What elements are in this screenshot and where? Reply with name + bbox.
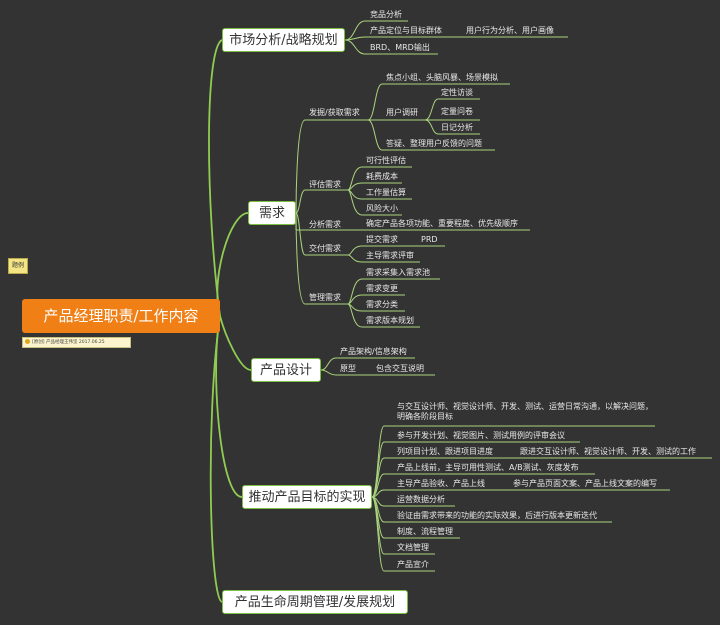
demand-deliver[interactable]: 交付需求 <box>309 244 341 253</box>
gather-item[interactable]: 焦点小组、头脑风暴、场景模拟 <box>386 73 498 82</box>
research-item[interactable]: 日记分析 <box>441 123 473 132</box>
branch-market[interactable]: 市场分析/战略规划 <box>222 28 345 52</box>
manage-item[interactable]: 需求变更 <box>366 284 398 293</box>
branch-design[interactable]: 产品设计 <box>251 358 321 382</box>
market-item[interactable]: BRD、MRD输出 <box>370 43 430 52</box>
evaluate-item[interactable]: 风险大小 <box>366 204 398 213</box>
promote-item[interactable]: 文档管理 <box>397 543 429 552</box>
evaluate-item[interactable]: 耗费成本 <box>366 172 398 181</box>
evaluate-item[interactable]: 可行性评估 <box>366 156 406 165</box>
gather-research[interactable]: 用户调研 <box>386 108 418 117</box>
promote-item[interactable]: 列项目计划、跟进项目进度 <box>397 447 493 456</box>
evaluate-item[interactable]: 工作量估算 <box>366 188 406 197</box>
branch-promote[interactable]: 推动产品目标的实现 <box>242 485 372 509</box>
pin-icon <box>25 339 30 344</box>
promote-item[interactable]: 制度、流程管理 <box>397 527 453 536</box>
promote-item[interactable]: 验证由需求带来的功能的实际效果，后进行版本更新迭代 <box>397 511 597 520</box>
market-item[interactable]: 竞品分析 <box>370 10 402 19</box>
promote-item[interactable]: 产品上线前，主导可用性测试、A/B测试、灰度发布 <box>397 463 579 472</box>
research-item[interactable]: 定量问卷 <box>441 107 473 116</box>
analyze-item[interactable]: 确定产品各项功能、重要程度、优先级顺序 <box>366 219 518 228</box>
deliver-item[interactable]: PRD <box>421 235 438 244</box>
manage-item[interactable]: 需求采集入需求池 <box>366 268 430 277</box>
promote-item[interactable]: 参与开发计划、视觉图片、测试用例的评审会议 <box>397 431 565 440</box>
hint-badge: 题例 <box>8 258 28 274</box>
design-item[interactable]: 产品架构/信息架构 <box>340 347 407 356</box>
manage-item[interactable]: 需求版本规划 <box>366 316 414 325</box>
promote-item[interactable]: 运营数据分析 <box>397 495 445 504</box>
market-item[interactable]: 产品定位与目标群体 <box>370 26 442 35</box>
demand-gather[interactable]: 发掘/获取需求 <box>309 108 360 117</box>
promote-item[interactable]: 参与产品页面文案、产品上线文案的编写 <box>513 479 657 488</box>
demand-manage[interactable]: 管理需求 <box>309 293 341 302</box>
branch-demand[interactable]: 需求 <box>248 201 296 225</box>
root-topic[interactable]: 产品经理职责/工作内容 <box>22 299 220 333</box>
promote-item[interactable]: 主导产品验收、产品上线 <box>397 479 485 488</box>
deliver-item[interactable]: 主导需求评审 <box>366 251 414 260</box>
branch-lifecycle[interactable]: 产品生命周期管理/发展规划 <box>222 590 408 614</box>
manage-item[interactable]: 需求分类 <box>366 300 398 309</box>
design-item[interactable]: 原型 <box>340 364 356 373</box>
research-item[interactable]: 定性访谈 <box>441 88 473 97</box>
design-item[interactable]: 包含交互说明 <box>376 364 424 373</box>
demand-analyze[interactable]: 分析需求 <box>309 220 341 229</box>
root-note-text: [原创] 产品经理王伟坚 2017.06.25 <box>32 340 105 345</box>
demand-evaluate[interactable]: 评估需求 <box>309 180 341 189</box>
root-note: [原创] 产品经理王伟坚 2017.06.25 <box>22 337 131 348</box>
promote-item[interactable]: 跟进交互设计师、视觉设计师、开发、测试的工作 <box>520 447 696 456</box>
promote-item[interactable]: 产品宣介 <box>397 560 429 569</box>
promote-item[interactable]: 与交互设计师、视觉设计师、开发、测试、运营日常沟通，以解决问题，明确各阶段目标 <box>397 402 653 421</box>
market-item[interactable]: 用户行为分析、用户画像 <box>466 26 554 35</box>
gather-item[interactable]: 答疑、整理用户反馈的问题 <box>386 139 482 148</box>
deliver-item[interactable]: 提交需求 <box>366 235 398 244</box>
